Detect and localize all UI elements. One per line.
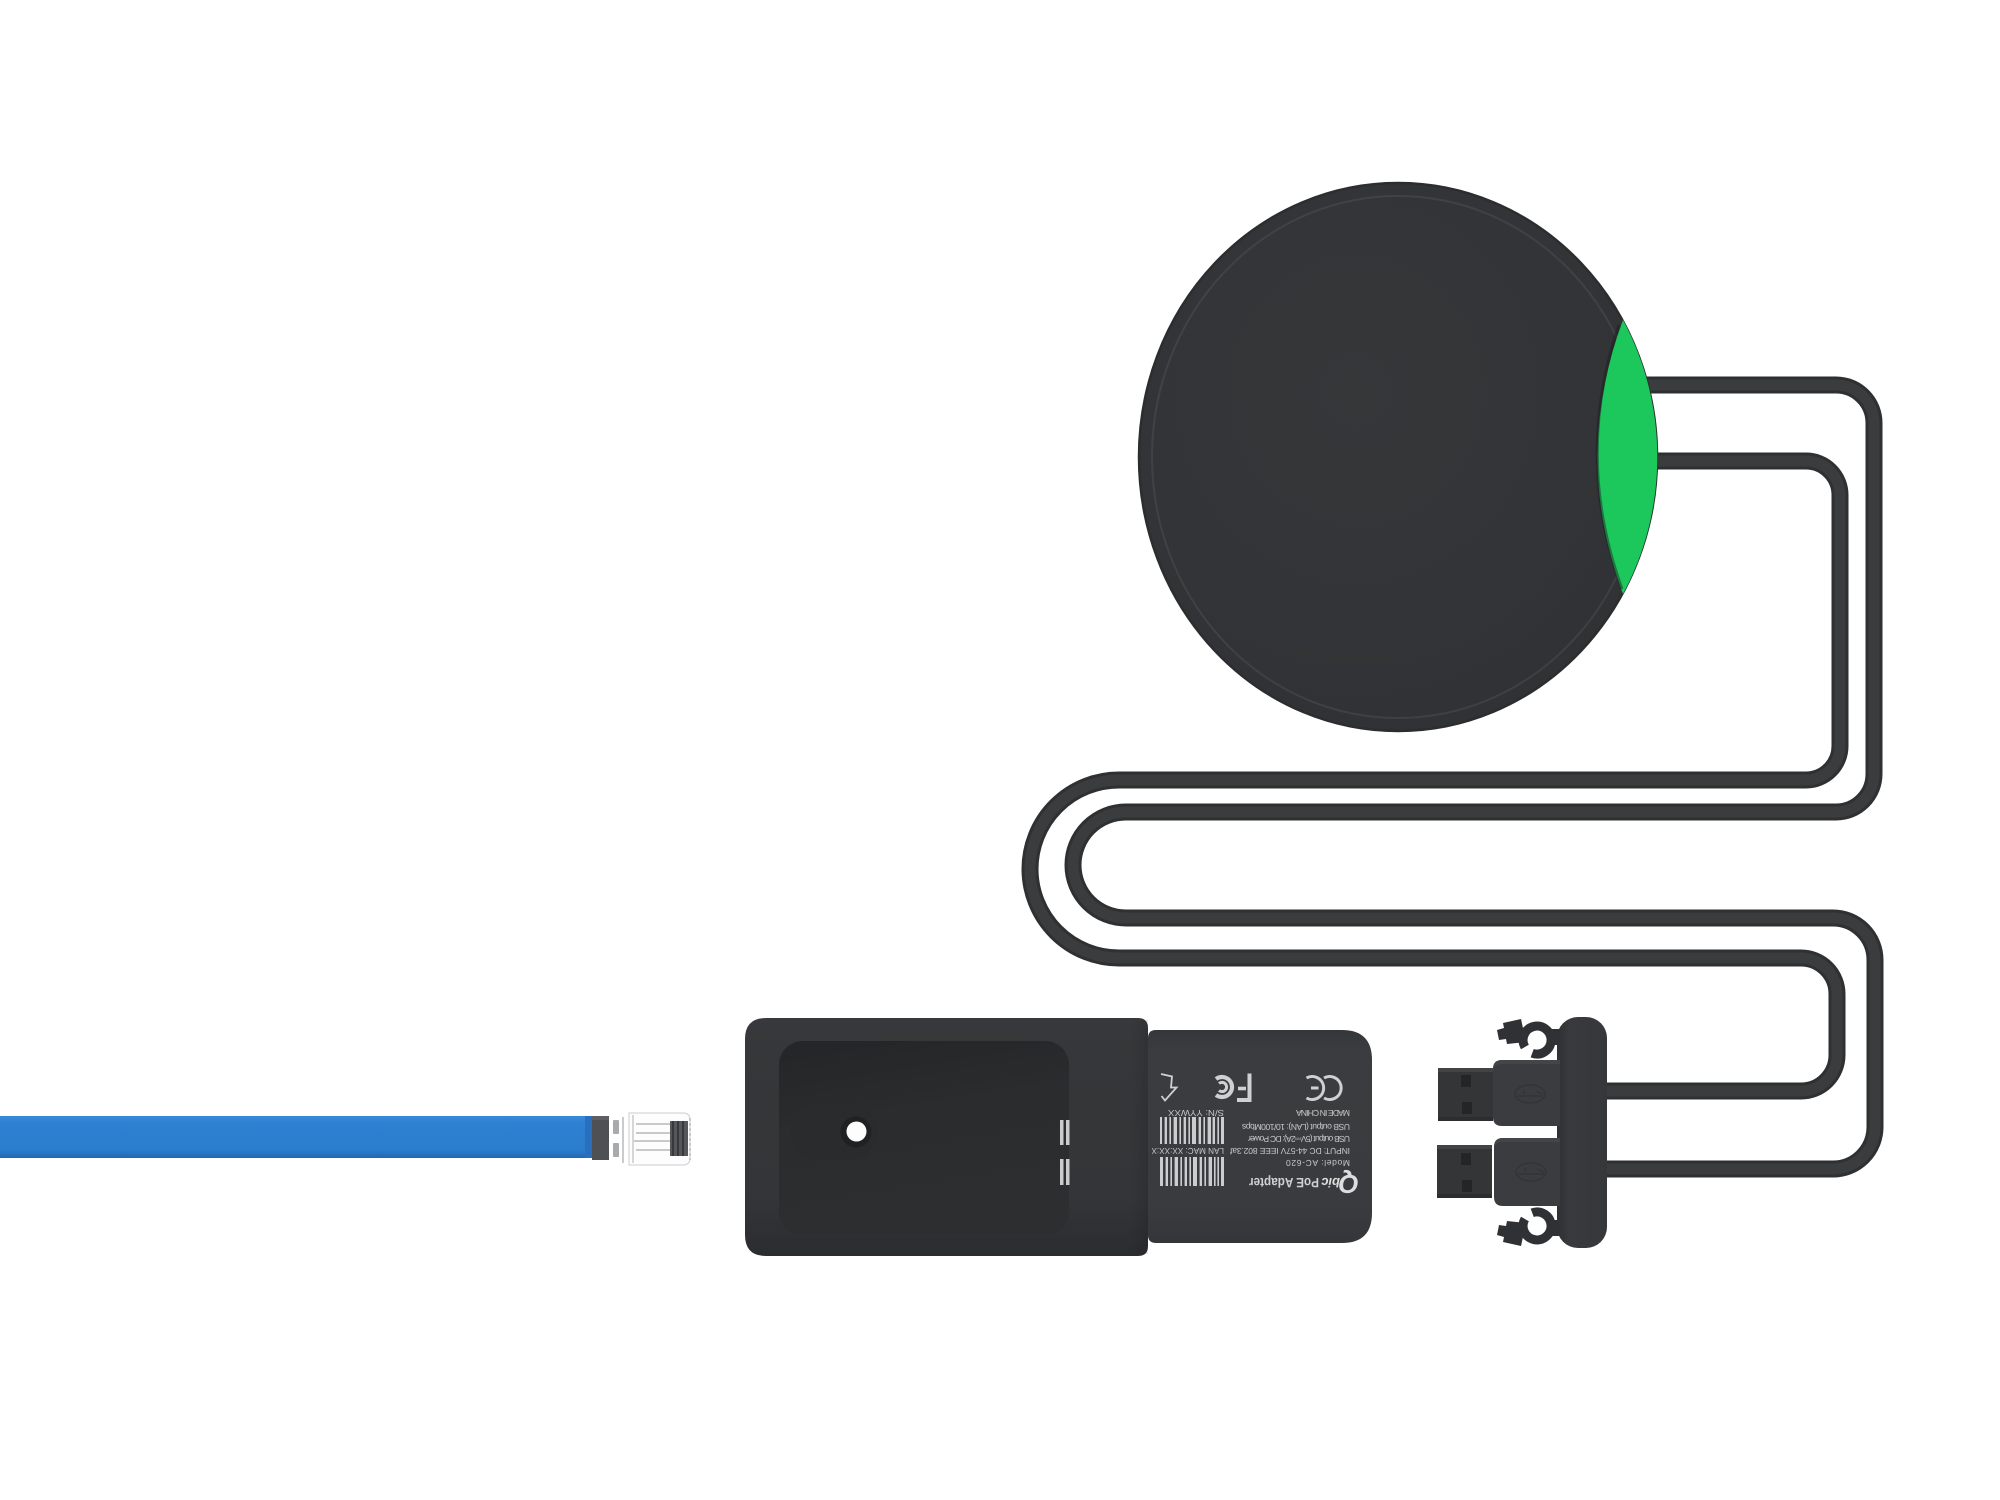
- svg-text:Model: AC-620: Model: AC-620: [1286, 1158, 1350, 1168]
- svg-text:S/N: YYWXX: S/N: YYWXX: [1168, 1108, 1224, 1118]
- svg-text:USB output (LAN): 10/100Mbps: USB output (LAN): 10/100Mbps: [1242, 1122, 1350, 1132]
- svg-text:LAN MAC: XX:XX:XX: LAN MAC: XX:XX:XX: [1146, 1146, 1224, 1156]
- svg-text:PoE Adapter: PoE Adapter: [1248, 1175, 1319, 1190]
- svg-text:bic: bic: [1320, 1175, 1340, 1190]
- svg-text:USB output (5V⎓2A): DC Power: USB output (5V⎓2A): DC Power: [1248, 1134, 1350, 1144]
- svg-text:Q: Q: [1339, 1169, 1359, 1199]
- svg-text:INPUT: DC 44-57V IEEE 802.3af: INPUT: DC 44-57V IEEE 802.3af: [1229, 1146, 1350, 1156]
- svg-text:MADE IN CHINA: MADE IN CHINA: [1296, 1108, 1350, 1118]
